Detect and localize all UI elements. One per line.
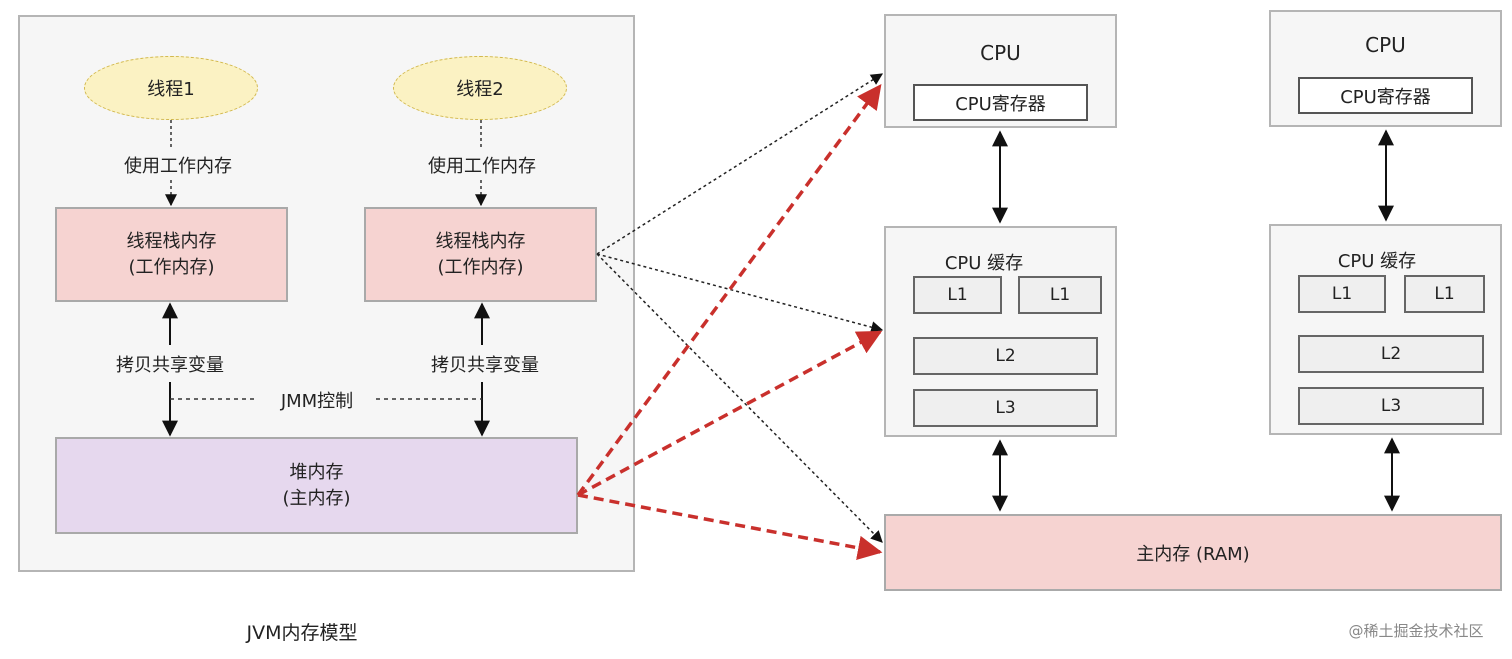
heap-line1: 堆内存 xyxy=(289,462,344,484)
cache-1-l1-a: L1 xyxy=(913,276,1002,314)
cpu-2-register: CPU寄存器 xyxy=(1298,77,1473,114)
cache-1-l2: L2 xyxy=(913,337,1098,375)
cache-2-l2: L2 xyxy=(1298,335,1484,373)
copy-shared-label-2: 拷贝共享变量 xyxy=(410,348,560,380)
cache-1-l1-b: L1 xyxy=(1018,276,1102,314)
stack2-to-cache-dotted xyxy=(596,253,884,334)
stack2-to-ram-dotted xyxy=(596,253,883,543)
thread-2: 线程2 xyxy=(393,56,567,120)
thread-1: 线程1 xyxy=(84,56,258,120)
jvm-caption: JVM内存模型 xyxy=(246,621,358,644)
use-work-mem-label-1: 使用工作内存 xyxy=(93,150,263,180)
stack2-to-cpu-dotted xyxy=(596,73,884,255)
cache-2-l1-b: L1 xyxy=(1404,275,1485,313)
heap-to-ram-red xyxy=(577,493,883,560)
thread-stack-mem-1: 线程栈内存 (工作内存) xyxy=(55,207,288,302)
heap-to-cache-red xyxy=(577,330,883,497)
cpu-1-label: CPU xyxy=(980,41,1021,65)
cache-1-l3: L3 xyxy=(913,389,1098,427)
heap-to-cpu-red xyxy=(576,84,882,497)
cache-2-l3: L3 xyxy=(1298,387,1484,425)
stack-line2: (工作内存) xyxy=(128,256,215,278)
cpu-1-register: CPU寄存器 xyxy=(913,84,1088,121)
cpu-cache-2-label: CPU 缓存 xyxy=(1337,251,1417,272)
cache-2-l1-a: L1 xyxy=(1298,275,1386,313)
cpu-2-label: CPU xyxy=(1365,33,1406,57)
jmm-control-label: JMM控制 xyxy=(262,386,372,414)
stack-line2: (工作内存) xyxy=(437,256,524,278)
stack-line1: 线程栈内存 xyxy=(435,231,526,253)
heap-memory: 堆内存 (主内存) xyxy=(55,437,578,534)
watermark: @稀土掘金技术社区 xyxy=(1348,621,1484,640)
stack-line1: 线程栈内存 xyxy=(126,231,217,253)
cpu-cache-1-label: CPU 缓存 xyxy=(944,253,1024,274)
copy-shared-label-1: 拷贝共享变量 xyxy=(95,348,245,380)
use-work-mem-label-2: 使用工作内存 xyxy=(397,150,567,180)
main-memory-ram: 主内存 (RAM) xyxy=(884,514,1502,591)
heap-line2: (主内存) xyxy=(282,487,351,509)
thread-stack-mem-2: 线程栈内存 (工作内存) xyxy=(364,207,597,302)
